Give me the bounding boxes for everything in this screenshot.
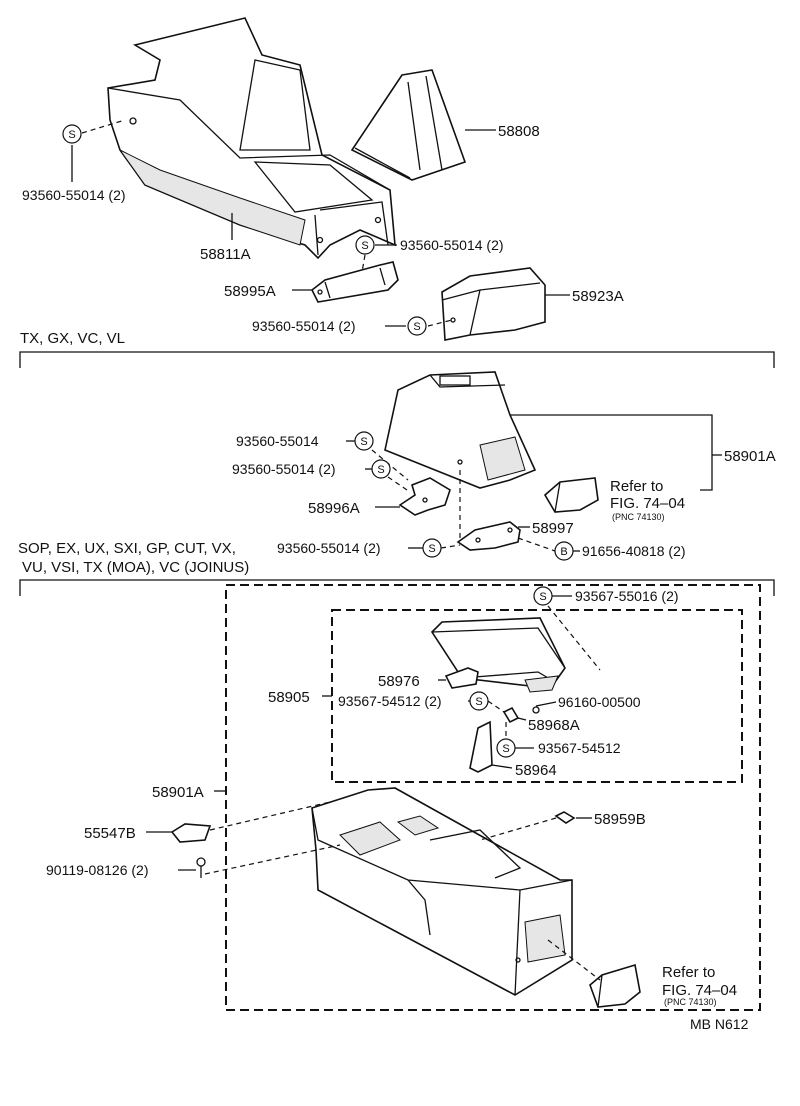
svg-text:B: B	[560, 546, 567, 558]
screw-callout-c: S	[407, 316, 427, 336]
screw-callout-a: S	[62, 124, 82, 144]
group-box-58905	[331, 609, 743, 783]
section-bracket-top	[19, 351, 775, 368]
svg-text:S: S	[68, 129, 75, 141]
bolt-90119-part	[196, 857, 206, 878]
svg-text:S: S	[361, 240, 368, 252]
screw-callout-i: S	[496, 738, 516, 758]
svg-text:S: S	[475, 696, 482, 708]
screw-callout-h: S	[469, 691, 489, 711]
leader-93567-54512-2-dash	[487, 700, 505, 713]
screw-callout-d: S	[354, 431, 374, 451]
leader-58968A	[517, 717, 527, 721]
section-title-bottom-line2: VU, VSI, TX (MOA), VC (JOINUS)	[22, 559, 249, 576]
console-58901A-bottom-part	[311, 787, 573, 996]
leader-93567-55016-dash	[547, 605, 601, 671]
screw-callout-b: S	[355, 235, 375, 255]
label-93567-54512: 93567-54512	[538, 740, 621, 756]
label-93560-e: 93560-55014 (2)	[232, 461, 336, 477]
bracket-58996A-part	[398, 477, 451, 516]
console-58901A-top-part	[384, 371, 537, 489]
group-box-58901A	[225, 584, 761, 1011]
leader-93560-f-dash	[440, 544, 461, 549]
label-58964: 58964	[515, 762, 557, 779]
refer-top-line3: (PNC 74130)	[612, 512, 665, 522]
leader-55547B-dash	[209, 801, 331, 831]
bracket-58997-part	[456, 521, 521, 551]
leader-screw-b-dash	[361, 254, 366, 273]
screw-callout-g: S	[533, 586, 553, 606]
label-93560-f: 93560-55014 (2)	[277, 540, 381, 556]
label-93560-d: 93560-55014	[236, 433, 319, 449]
label-93560-a: 93560-55014 (2)	[22, 187, 126, 203]
hinge-58976-part	[444, 667, 479, 689]
svg-text:S: S	[360, 436, 367, 448]
label-58808: 58808	[498, 123, 540, 140]
label-58901A-bottom: 58901A	[152, 784, 204, 801]
label-58901A-top: 58901A	[724, 448, 776, 465]
label-58996A: 58996A	[308, 500, 360, 517]
leader-96160	[535, 701, 557, 707]
leader-58959B-dash	[479, 817, 557, 841]
refer-bottom-line2: FIG. 74–04	[662, 982, 737, 999]
leader-58901A-top	[510, 414, 713, 491]
svg-text:S: S	[377, 464, 384, 476]
label-96160: 96160-00500	[558, 694, 641, 710]
leader-screw-a	[81, 119, 126, 134]
refer-top-line1: Refer to	[610, 478, 663, 495]
label-58995A: 58995A	[224, 283, 276, 300]
leader-58964	[491, 764, 513, 769]
label-58976: 58976	[378, 673, 420, 690]
label-93567-55016: 93567-55016 (2)	[575, 588, 679, 604]
leader-screw-c-dash	[427, 319, 453, 327]
label-93560-c: 93560-55014 (2)	[252, 318, 356, 334]
svg-text:S: S	[539, 591, 546, 603]
console-box-part	[107, 17, 396, 260]
cover-piece-top	[543, 477, 599, 513]
label-58997: 58997	[532, 520, 574, 537]
label-58905: 58905	[268, 689, 310, 706]
label-58923A: 58923A	[572, 288, 624, 305]
screw-callout-e: S	[371, 459, 391, 479]
label-91656: 91656-40818 (2)	[582, 543, 686, 559]
bracket-58995A-part	[310, 261, 399, 303]
label-90119: 90119-08126 (2)	[46, 862, 148, 878]
label-58811A: 58811A	[200, 246, 251, 263]
svg-text:S: S	[428, 543, 435, 555]
leader-93560-d-dash	[371, 449, 409, 481]
shift-boot-part	[350, 69, 467, 181]
bar-58964-part	[469, 720, 493, 773]
svg-text:S: S	[502, 743, 509, 755]
section-title-top-variants: TX, GX, VC, VL	[20, 330, 125, 347]
section-title-bottom-line1: SOP, EX, UX, SXI, GP, CUT, VX,	[18, 540, 236, 557]
refer-bottom-line1: Refer to	[662, 964, 715, 981]
label-93560-b: 93560-55014 (2)	[400, 237, 504, 253]
clip-58959B-part	[554, 811, 576, 824]
section-bracket-bottom	[19, 579, 775, 596]
screw-callout-f: S	[422, 538, 442, 558]
label-58959B: 58959B	[594, 811, 646, 828]
label-55547B: 55547B	[84, 825, 136, 842]
bolt-callout: B	[554, 541, 574, 561]
svg-text:S: S	[413, 321, 420, 333]
leader-bolt-dash	[517, 537, 556, 552]
cover-55547B-part	[170, 823, 212, 843]
label-93567-54512-2: 93567-54512 (2)	[338, 693, 442, 709]
leader-cover-bottom-dash	[547, 939, 601, 981]
cover-piece-bottom	[589, 963, 641, 1008]
refer-top-line2: FIG. 74–04	[610, 495, 685, 512]
figure-code: MB N612	[690, 1016, 749, 1032]
refer-bottom-line3: (PNC 74130)	[664, 997, 717, 1007]
leader-93560-e-dash	[387, 476, 411, 493]
rear-cover-58923A-part	[441, 267, 546, 341]
label-58968A: 58968A	[528, 717, 580, 734]
